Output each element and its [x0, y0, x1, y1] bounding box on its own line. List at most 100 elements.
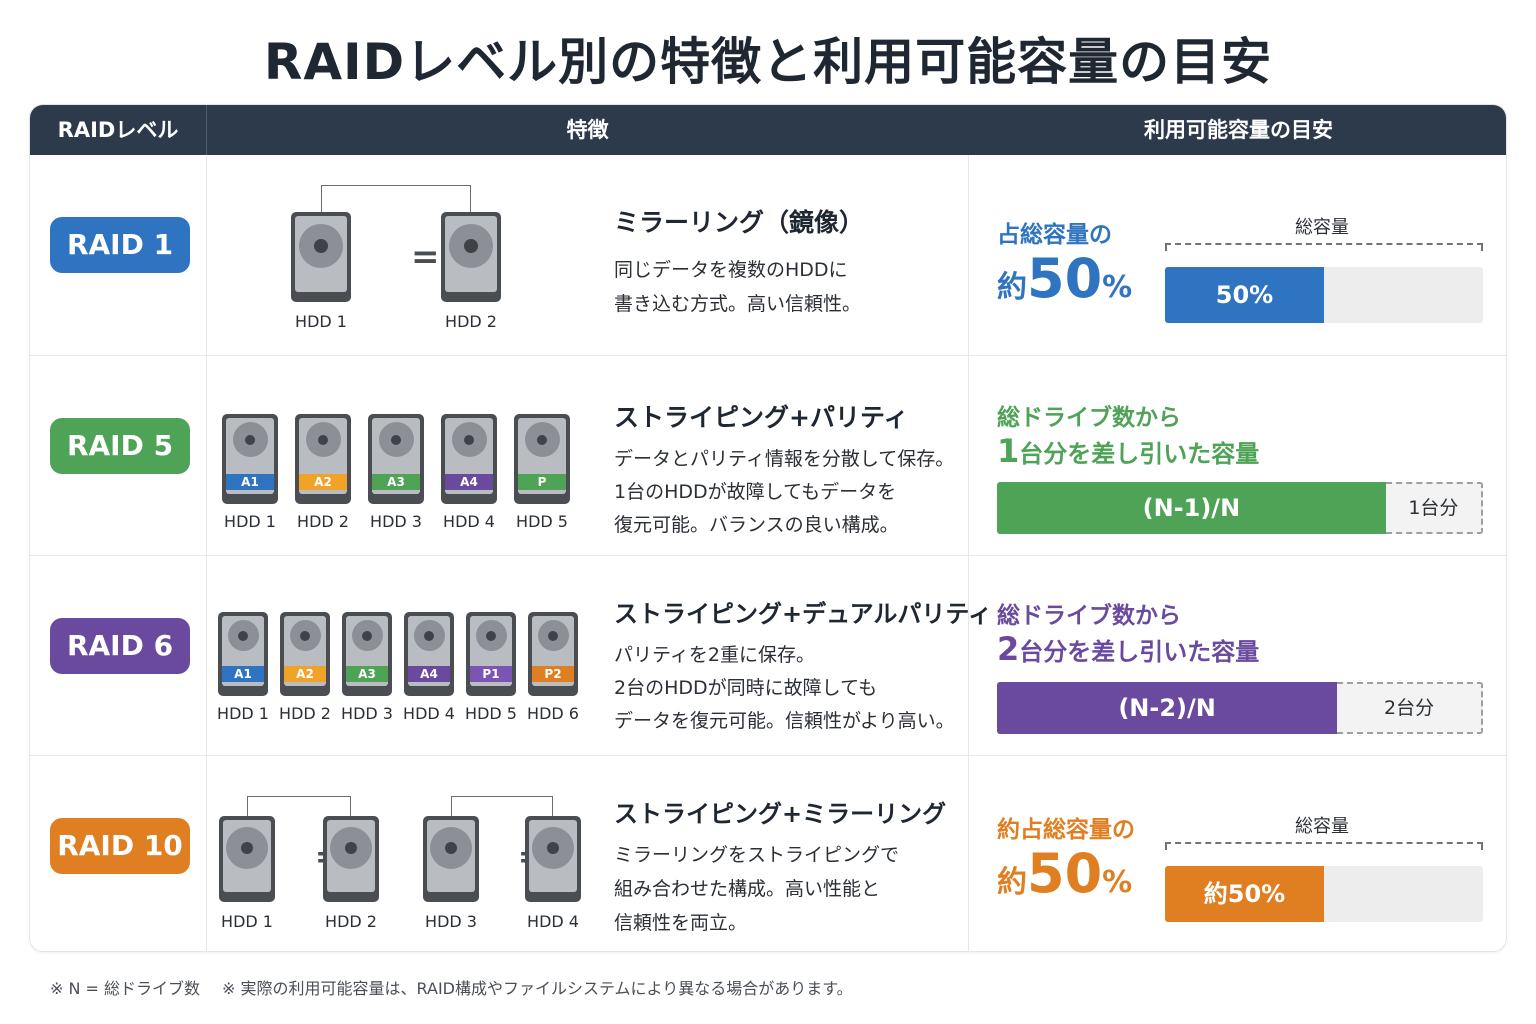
hdd-icon: A1 [222, 414, 278, 504]
capacity-bar-overhead: 1台分 [1385, 482, 1483, 534]
capacity-bar: 50% [1165, 267, 1483, 323]
capacity-bar-overhead: 2台分 [1337, 682, 1483, 734]
stripe-block-tag: A3 [346, 666, 388, 682]
header-feature: 特徴 [566, 118, 609, 142]
hdd-icon: A4 [441, 414, 497, 504]
capacity-cell: 約占総容量の 約50% 総容量 約50% [969, 756, 1506, 951]
feature-description: 同じデータを複数のHDDに [614, 259, 848, 281]
column-divider [206, 155, 207, 951]
hdd-label: HDD 2 [297, 512, 349, 531]
raid-level-badge: RAID 6 [50, 618, 190, 674]
stripe-block-tag: A2 [284, 666, 326, 682]
hdd-icon: A4 [404, 612, 454, 696]
feature-description: 2台のHDDが同時に故障しても [614, 677, 878, 699]
capacity-bar: 約50% [1165, 866, 1483, 922]
raid-table: RAIDレベル 特徴 利用可能容量の目安 RAID 1 = HDD 1 HDD … [29, 104, 1507, 952]
hdd-label: HDD 3 [370, 512, 422, 531]
capacity-cell: 総ドライブ数から 1台分を差し引いた容量 (N-1)/N 1台分 [969, 356, 1506, 556]
stripe-block-tag: A1 [226, 474, 274, 490]
capacity-value: 約50% [997, 247, 1133, 310]
mirror-connector [247, 796, 351, 816]
hdd-label: HDD 2 [445, 312, 497, 331]
capacity-caption: 2台分を差し引いた容量 [997, 630, 1260, 668]
mirror-connector [451, 796, 553, 816]
footnote: ※ N = 総ドライブ数 ※ 実際の利用可能容量は、RAID構成やファイルシステム… [50, 975, 875, 999]
feature-description: パリティを2重に保存。 [614, 644, 815, 666]
capacity-caption: 1台分を差し引いた容量 [997, 432, 1260, 470]
hdd-icon: P [514, 414, 570, 504]
total-capacity-bracket [1165, 842, 1483, 850]
hdd-label: HDD 1 [224, 512, 276, 531]
feature-description: 復元可能。バランスの良い構成。 [614, 514, 899, 536]
footnote-item: ※ N = 総ドライブ数 [50, 979, 201, 998]
hdd-label: HDD 4 [527, 912, 579, 931]
hdd-icon: P1 [466, 612, 516, 696]
hdd-label: HDD 4 [443, 512, 495, 531]
hdd-icon: A3 [368, 414, 424, 504]
footnote-item: ※ 実際の利用可能容量は、RAID構成やファイルシステムにより異なる場合がありま… [222, 979, 853, 998]
hdd-label: HDD 3 [341, 704, 393, 723]
feature-description: データとパリティ情報を分散して保存。 [614, 448, 955, 470]
header-divider [206, 105, 207, 155]
capacity-bar: (N-1)/N 1台分 [997, 482, 1483, 534]
feature-description: 組み合わせた構成。高い性能と [614, 878, 881, 900]
stripe-block-tag: P [518, 474, 566, 490]
hdd-icon [323, 816, 379, 902]
hdd-label: HDD 1 [217, 704, 269, 723]
feature-title: ミラーリング（鏡像） [614, 208, 865, 237]
equals-sign: = [411, 237, 440, 277]
hdd-label: HDD 5 [516, 512, 568, 531]
hdd-icon: A3 [342, 612, 392, 696]
capacity-bar-fill: (N-2)/N [997, 682, 1338, 734]
hdd-icon: P2 [528, 612, 578, 696]
feature-cell: = HDD 1 HDD 2 ミラーリング（鏡像） 同じデータを複数のHDDに 書… [207, 155, 968, 355]
feature-cell: ストライピング+デュアルパリティ パリティを2重に保存。 2台のHDDが同時に故… [207, 556, 992, 756]
hdd-label: HDD 6 [527, 704, 579, 723]
feature-description: 書き込む方式。高い信頼性。 [614, 293, 862, 315]
stripe-block-tag: A1 [222, 666, 264, 682]
hdd-label: HDD 3 [425, 912, 477, 931]
hdd-label: HDD 5 [465, 704, 517, 723]
stripe-block-tag: A4 [408, 666, 450, 682]
hdd-label: HDD 1 [221, 912, 273, 931]
hdd-label: HDD 1 [295, 312, 347, 331]
table-row-raid5: RAID 5 ストライピング+パリティ データとパリティ情報を分散して保存。 1… [30, 355, 1506, 556]
page-title: RAIDレベル別の特徴と利用可能容量の目安 [263, 33, 1273, 91]
hdd-icon: A2 [280, 612, 330, 696]
hdd-icon: A2 [295, 414, 351, 504]
feature-cell: ストライピング+パリティ データとパリティ情報を分散して保存。 1台のHDDが故… [207, 356, 968, 556]
column-divider [968, 155, 969, 951]
stripe-block-tag: A2 [299, 474, 347, 490]
hdd-label: HDD 2 [279, 704, 331, 723]
capacity-caption: 占総容量の [997, 222, 1112, 248]
capacity-caption: 総ドライブ数から [997, 603, 1181, 629]
capacity-value: 約50% [997, 842, 1133, 905]
stripe-block-tag: P2 [532, 666, 574, 682]
hdd-icon [525, 816, 581, 902]
table-header: RAIDレベル 特徴 利用可能容量の目安 [30, 105, 1506, 155]
hdd-icon [291, 212, 351, 302]
capacity-caption: 約占総容量の [997, 817, 1135, 843]
hdd-icon [441, 212, 501, 302]
feature-description: 1台のHDDが故障してもデータを [614, 481, 897, 503]
capacity-bar: (N-2)/N 2台分 [997, 682, 1483, 734]
total-capacity-bracket [1165, 243, 1483, 251]
feature-description: 信頼性を両立。 [614, 912, 748, 934]
header-capacity: 利用可能容量の目安 [1144, 118, 1333, 142]
raid-level-badge: RAID 1 [50, 217, 190, 273]
hdd-icon [423, 816, 479, 902]
feature-title: ストライピング+デュアルパリティ [614, 600, 992, 628]
raid-level-badge: RAID 10 [50, 818, 190, 874]
raid-level-badge: RAID 5 [50, 418, 190, 474]
stripe-block-tag: A3 [372, 474, 420, 490]
capacity-caption: 総ドライブ数から [997, 405, 1181, 431]
hdd-label: HDD 4 [403, 704, 455, 723]
capacity-bar-fill: (N-1)/N [997, 482, 1386, 534]
table-row-raid1: RAID 1 = HDD 1 HDD 2 ミラーリング（鏡像） 同じデータを複数… [30, 155, 1506, 355]
header-level: RAIDレベル [57, 118, 179, 142]
capacity-cell: 占総容量の 約50% 総容量 50% [969, 155, 1506, 355]
stripe-block-tag: A4 [445, 474, 493, 490]
total-capacity-label: 総容量 [1295, 217, 1349, 238]
mirror-connector [321, 185, 471, 213]
feature-description: データを復元可能。信頼性がより高い。 [614, 710, 955, 732]
